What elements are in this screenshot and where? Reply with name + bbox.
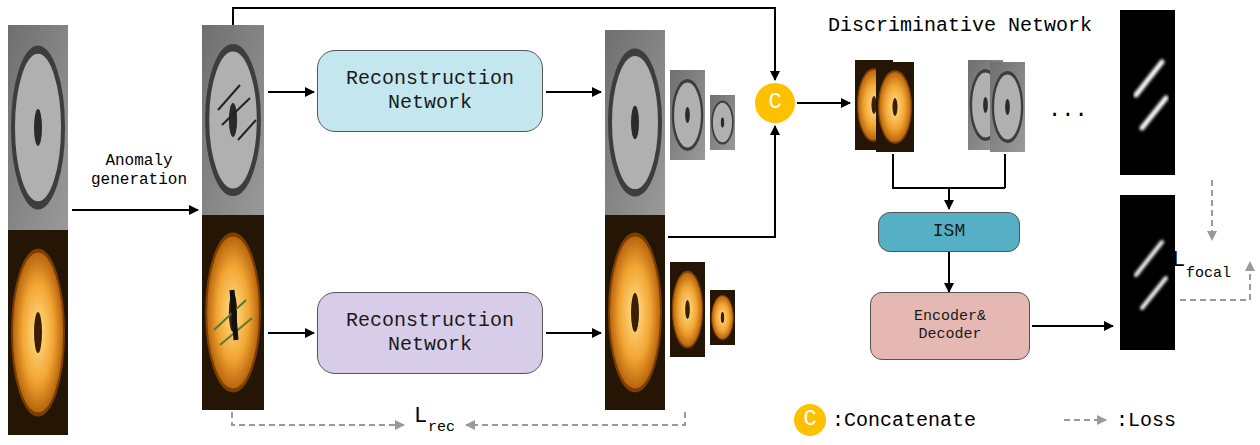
- reconstructed-image: [605, 215, 665, 410]
- merge-line: [1004, 154, 1006, 188]
- flow-arrow: [797, 102, 850, 104]
- ellipsis: ...: [1048, 100, 1088, 122]
- flow-arrow: [546, 91, 601, 93]
- augmented-image: [202, 25, 264, 215]
- flow-connector: [948, 252, 950, 292]
- anomaly-streak: [1136, 62, 1162, 95]
- loss-symbol: L: [1172, 250, 1185, 272]
- loss-arrow: [1180, 262, 1250, 300]
- node-text: Reconstruction Network: [335, 67, 525, 115]
- reconstructed-image: [670, 70, 705, 160]
- ground-truth-mask: [1120, 10, 1175, 175]
- loss-subscript: focal: [1186, 266, 1231, 281]
- concatenated-image: [876, 62, 914, 152]
- anomaly-streak: [1136, 242, 1166, 308]
- reconstructed-image: [605, 30, 665, 215]
- network-box: Reconstruction Network: [317, 50, 543, 132]
- anomaly-streak: [1142, 278, 1166, 308]
- flow-arrow: [1032, 325, 1113, 327]
- input-image: [8, 230, 68, 435]
- anomaly-streak: [1136, 62, 1166, 128]
- circle-fill: [755, 83, 795, 123]
- loss-arrow: [232, 412, 404, 425]
- anomaly-scratch: [218, 85, 256, 140]
- anomaly-scratch: [214, 290, 252, 345]
- flow-arrow: [668, 126, 775, 237]
- node-text: Reconstruction Network: [335, 309, 525, 357]
- module-box: ISM: [878, 212, 1020, 252]
- anomaly-scratch: [232, 290, 236, 340]
- loss-arrow: [1211, 180, 1213, 240]
- flow-arrow: [948, 188, 950, 209]
- concatenated-image: [990, 62, 1025, 152]
- legend-text: :Concatenate: [832, 409, 976, 432]
- network-box: Encoder& Decoder: [870, 292, 1030, 360]
- legend-entry: :Concatenate: [794, 404, 976, 436]
- anomaly-streak: [1136, 242, 1162, 275]
- augmented-image: [202, 215, 264, 410]
- node-text: ISM: [933, 221, 965, 243]
- legend-dashed-arrow: [1064, 419, 1106, 421]
- anomaly-scratch: [218, 85, 256, 140]
- loss-subscript: rec: [428, 420, 455, 435]
- network-box: Reconstruction Network: [317, 292, 543, 374]
- legend-line-sample: [1062, 404, 1110, 436]
- input-image: [8, 25, 68, 230]
- predicted-mask: [1120, 195, 1175, 350]
- reconstructed-image: [670, 262, 705, 357]
- legend-entry: :Loss: [1062, 404, 1176, 436]
- flow-arrow: [268, 332, 314, 334]
- concat-circle: C: [755, 83, 795, 123]
- flow-arrow: [72, 209, 198, 211]
- reconstructed-image: [710, 290, 735, 345]
- loss-symbol: L: [414, 406, 427, 428]
- section-title: Discriminative Network: [828, 16, 1092, 36]
- merge-line: [893, 154, 1005, 188]
- legend-text: :Loss: [1116, 409, 1176, 432]
- node-text: Encoder& Decoder: [900, 308, 1000, 344]
- legend-symbol: C: [794, 404, 826, 436]
- reconstructed-image: [710, 95, 735, 150]
- loss-arrow: [466, 412, 685, 425]
- node-text: C: [768, 90, 781, 116]
- step-label: Anomaly generation: [80, 152, 198, 190]
- anomaly-streak: [1142, 98, 1166, 128]
- flow-arrow: [268, 91, 314, 93]
- flow-arrow: [546, 332, 601, 334]
